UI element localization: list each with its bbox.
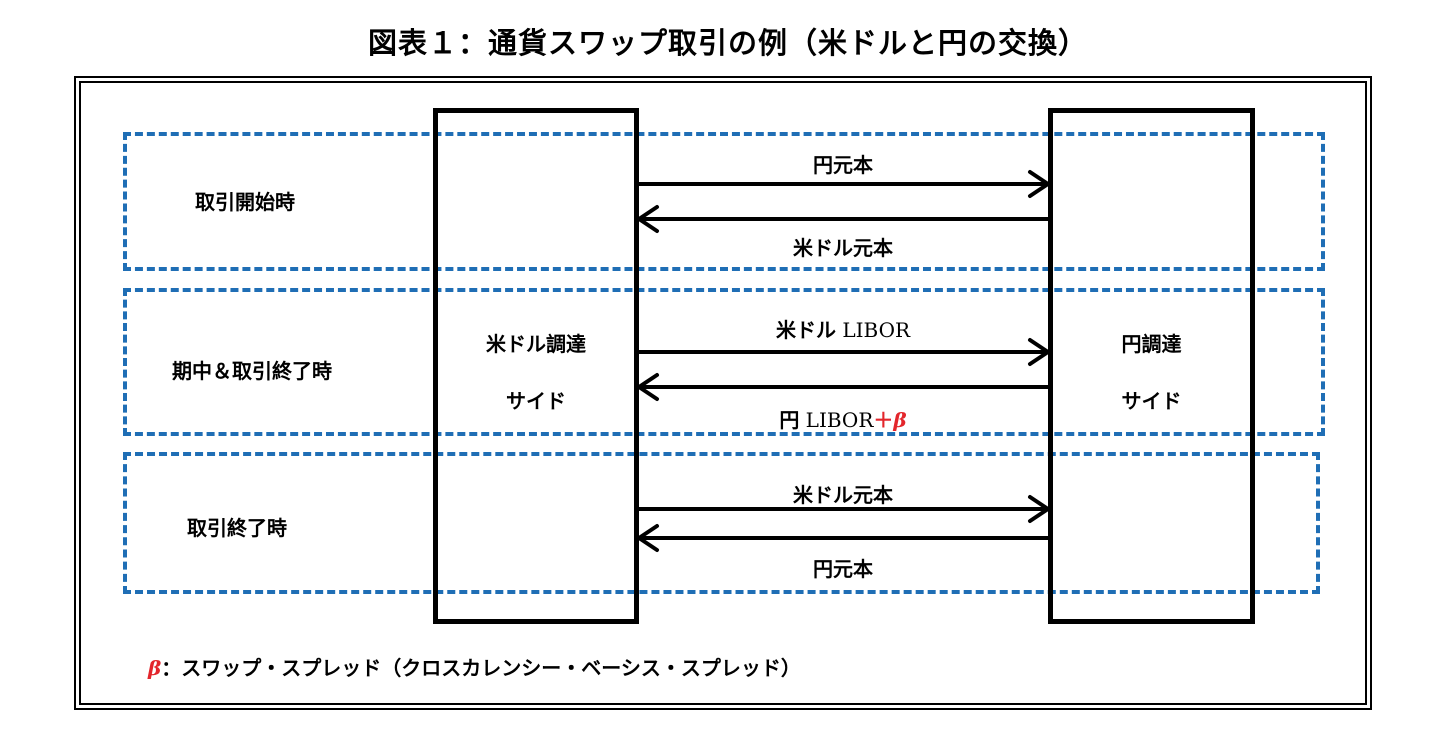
flow-mid-left-rate: LIBOR: [805, 408, 874, 432]
arrowhead-start-to-right: [1028, 170, 1050, 198]
phase-band-mid: [123, 288, 1325, 436]
flow-mid-right-rate: LIBOR: [842, 318, 911, 342]
arrowhead-start-to-left: [637, 205, 659, 233]
arrowhead-end-to-left: [637, 524, 659, 552]
party-box-jpy-side: [1048, 108, 1255, 624]
party-left-line2: サイド: [506, 389, 566, 413]
flow-label-start-to-left: 米ドル元本: [793, 236, 893, 260]
arrowhead-mid-to-right: [1028, 338, 1050, 366]
flow-mid-left-prefix: 円: [779, 408, 800, 432]
party-left-line1: 米ドル調達: [486, 332, 586, 356]
flow-label-start-to-right: 円元本: [813, 153, 873, 177]
flow-mid-left-beta: β: [893, 408, 907, 432]
outer-frame: [74, 76, 1372, 710]
flow-label-mid-to-right: 米ドル LIBOR: [637, 314, 1049, 343]
phase-band-end: [123, 452, 1320, 594]
arrowhead-end-to-right: [1028, 495, 1050, 523]
flow-label-end-to-right: 米ドル元本: [793, 483, 893, 507]
phase-band-start: [123, 132, 1325, 271]
party-right-line2: サイド: [1121, 389, 1182, 413]
phase-label-start: 取引開始時: [195, 190, 295, 214]
flow-mid-left-plus: ＋: [873, 408, 894, 432]
phase-label-mid: 期中＆取引終了時: [172, 359, 332, 383]
arrowhead-mid-to-left: [637, 373, 659, 401]
phase-label-end: 取引終了時: [187, 516, 287, 540]
party-right-line1: 円調達: [1121, 332, 1182, 356]
footnote-text: ：スワップ・スプレッド（クロスカレンシー・ベーシス・スプレッド）: [161, 656, 801, 680]
flow-label-mid-to-left: 円 LIBOR＋β: [637, 404, 1049, 433]
flow-label-end-to-left: 円元本: [813, 557, 873, 581]
footnote: β：スワップ・スプレッド（クロスカレンシー・ベーシス・スプレッド）: [148, 652, 801, 681]
flow-mid-right-prefix: 米ドル: [775, 318, 836, 342]
party-box-usd-side: [433, 108, 639, 624]
inner-frame: [79, 81, 1367, 705]
diagram-title: 図表１：通貨スワップ取引の例（米ドルと円の交換）: [367, 26, 1088, 60]
footnote-beta-symbol: β: [148, 656, 162, 680]
